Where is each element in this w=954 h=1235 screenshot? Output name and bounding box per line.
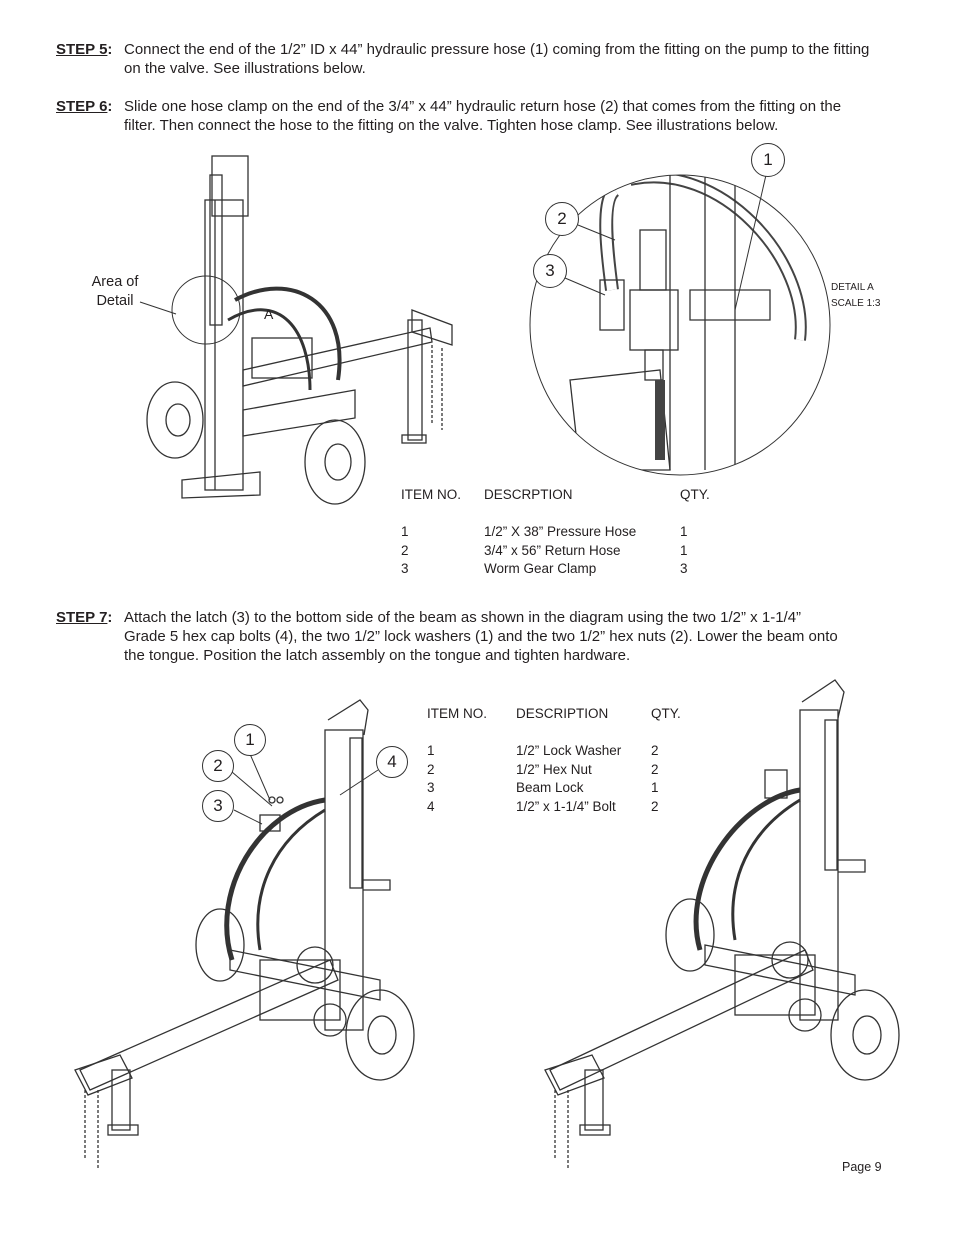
detail-a-caption: DETAIL A SCALE 1:3	[831, 282, 881, 309]
table-2-header-description: DESCRIPTION	[516, 706, 609, 721]
step-6-label: STEP 6	[56, 98, 108, 115]
table-row: 2	[651, 743, 659, 758]
step-7: STEP 7: Attach the latch (3) to the bott…	[56, 608, 838, 664]
callout-4-bottom: 4	[376, 746, 408, 778]
parts-table-2: ITEM NO. DESCRIPTION QTY. 1 1/2” Lock Wa…	[427, 706, 727, 821]
area-of-detail-label: Area of Detail	[91, 274, 139, 309]
callout-1-top: 1	[751, 143, 785, 177]
table-row: 1	[401, 524, 409, 539]
page-number: Page 9	[842, 1160, 882, 1174]
log-splitter-illustration-bottom-right	[544, 679, 900, 1168]
callout-1-bottom: 1	[234, 724, 266, 756]
table-row: 3	[680, 561, 688, 576]
detail-a-illustration	[529, 174, 831, 476]
table-row: 1	[427, 743, 435, 758]
table-row: 1	[680, 524, 688, 539]
parts-table-1: ITEM NO. DESCRPTION QTY. 1 1/2” X 38” Pr…	[401, 487, 731, 582]
callout-2-bottom: 2	[202, 750, 234, 782]
table-1-header-item: ITEM NO.	[401, 487, 461, 502]
table-row: 3	[401, 561, 409, 576]
table-row: Worm Gear Clamp	[484, 561, 597, 576]
table-row: 1/2” x 1-1/4” Bolt	[516, 799, 616, 814]
table-row: 3	[427, 780, 435, 795]
table-row: 2	[401, 543, 409, 558]
table-row: Beam Lock	[516, 780, 584, 795]
table-row: 2	[651, 762, 659, 777]
table-row: 1/2” Lock Washer	[516, 743, 622, 758]
step-6: STEP 6: Slide one hose clamp on the end …	[56, 97, 841, 134]
table-2-header-qty: QTY.	[651, 706, 681, 721]
table-row: 4	[427, 799, 435, 814]
step-5: STEP 5: Connect the end of the 1/2” ID x…	[56, 40, 869, 77]
table-2-header-item: ITEM NO.	[427, 706, 487, 721]
callout-3-top: 3	[533, 254, 567, 288]
log-splitter-illustration-bottom-left	[74, 699, 415, 1168]
step-5-label: STEP 5	[56, 41, 108, 58]
callout-2-top: 2	[545, 202, 579, 236]
detail-letter-a: A	[264, 306, 274, 322]
table-row: 1	[680, 543, 688, 558]
table-row: 1/2” Hex Nut	[516, 762, 592, 777]
step-6-text: Slide one hose clamp on the end of the 3…	[124, 98, 842, 134]
callout-3-bottom: 3	[202, 790, 234, 822]
table-row: 1/2” X 38” Pressure Hose	[484, 524, 637, 539]
table-row: 2	[651, 799, 659, 814]
table-1-header-description: DESCRPTION	[484, 487, 573, 502]
table-1-header-qty: QTY.	[680, 487, 710, 502]
table-row: 1	[651, 780, 659, 795]
table-row: 2	[427, 762, 435, 777]
step-7-text: Attach the latch (3) to the bottom side …	[124, 609, 838, 664]
log-splitter-illustration-top	[146, 155, 453, 505]
table-row: 3/4” x 56” Return Hose	[484, 543, 621, 558]
step-5-text: Connect the end of the 1/2” ID x 44” hyd…	[124, 41, 870, 77]
step-7-label: STEP 7	[56, 609, 108, 626]
